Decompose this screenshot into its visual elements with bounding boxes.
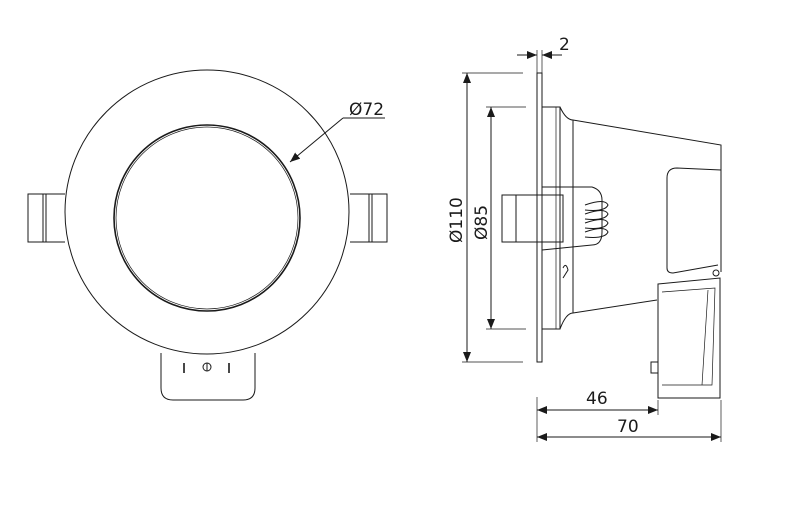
- inner-lens: [113, 124, 301, 312]
- housing: [559, 106, 722, 330]
- outer-bezel: [64, 69, 350, 355]
- outer-diameter-label: Ø110: [447, 197, 467, 243]
- heatsink-box: [666, 167, 722, 274]
- front-view: Ø72: [27, 69, 388, 401]
- driver-box: [160, 353, 256, 401]
- driver-housing: [657, 277, 721, 399]
- cutout-diameter-label: Ø85: [472, 205, 492, 240]
- side-view: 2 Ø110 Ø85 46 70: [447, 35, 722, 442]
- spring-clip: [501, 186, 603, 251]
- torsion-spring: [584, 201, 609, 238]
- plate-thickness-label: 2: [559, 35, 570, 55]
- total-depth-label: 70: [617, 417, 639, 437]
- front-plate: [536, 72, 543, 363]
- body-depth-label: 46: [586, 389, 608, 409]
- body-flange: [541, 106, 561, 330]
- inner-diameter-label: Ø72: [349, 100, 384, 120]
